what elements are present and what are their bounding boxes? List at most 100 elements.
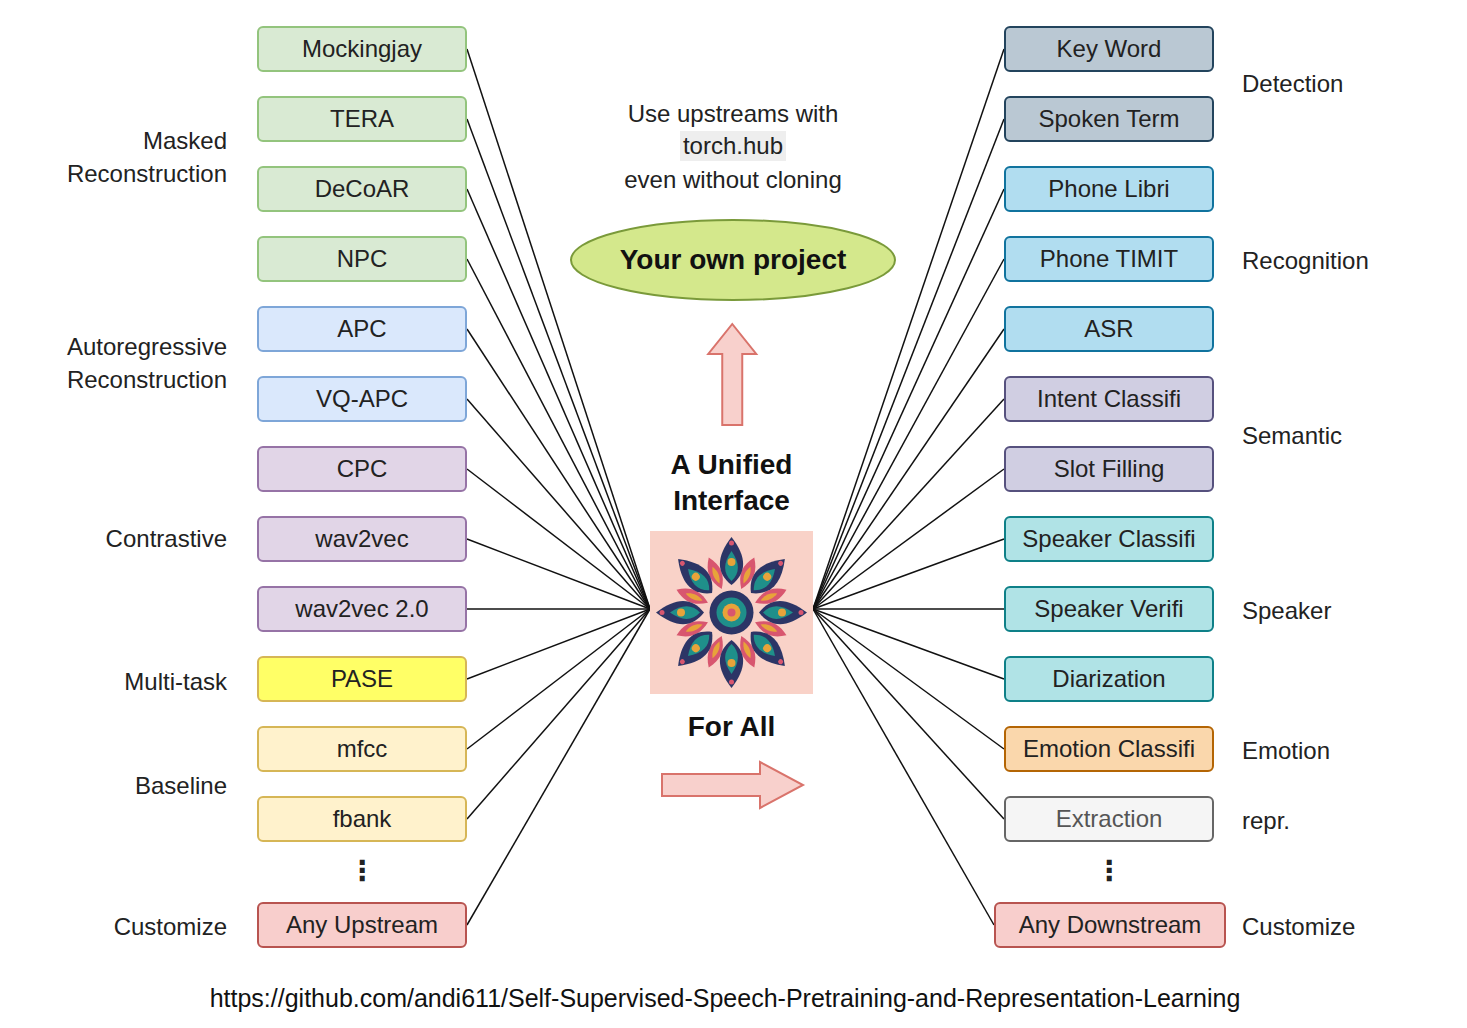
connector-line [813, 329, 1004, 609]
box-label: PASE [331, 665, 393, 693]
model-box: CPC [257, 446, 467, 492]
connector-line [813, 539, 1004, 609]
connector-line [467, 49, 650, 609]
box-label: Speaker Verifi [1034, 595, 1183, 623]
connector-line [813, 609, 1004, 819]
mandala-icon [650, 531, 813, 694]
model-box: wav2vec 2.0 [257, 586, 467, 632]
box-label: Phone Libri [1048, 175, 1169, 203]
connector-line [813, 608, 1004, 610]
group-label: Emotion [1242, 734, 1330, 767]
model-box: VQ-APC [257, 376, 467, 422]
box-label: TERA [330, 105, 394, 133]
model-box: wav2vec [257, 516, 467, 562]
box-label: CPC [337, 455, 388, 483]
model-box: mfcc [257, 726, 467, 772]
connector-line [467, 608, 650, 610]
box-label: Any Upstream [286, 911, 438, 939]
group-label: Baseline [135, 769, 227, 802]
box-label: wav2vec [315, 525, 408, 553]
box-label: VQ-APC [316, 385, 408, 413]
connector-line [813, 609, 994, 925]
connector-line [813, 259, 1004, 609]
group-label: Recognition [1242, 244, 1369, 277]
model-box: Slot Filling [1004, 446, 1214, 492]
model-box: Speaker Classifi [1004, 516, 1214, 562]
model-box: Diarization [1004, 656, 1214, 702]
model-box: Speaker Verifi [1004, 586, 1214, 632]
box-label: Diarization [1052, 665, 1165, 693]
unified-interface-hub: A Unified InterfaceFor All [650, 445, 813, 773]
model-box: Mockingjay [257, 26, 467, 72]
connector-line [467, 119, 650, 609]
ellipsis-dots: ⋮ [1095, 854, 1123, 887]
group-label: Speaker [1242, 594, 1331, 627]
connector-line [467, 609, 650, 749]
connector-line [467, 259, 650, 609]
connector-line [813, 609, 1004, 749]
connector-line [467, 329, 650, 609]
group-label: Customize [1242, 910, 1355, 943]
box-label: Intent Classifi [1037, 385, 1181, 413]
ellipsis-dots: ⋮ [348, 854, 376, 887]
box-label: Mockingjay [302, 35, 422, 63]
model-box: Key Word [1004, 26, 1214, 72]
box-label: Slot Filling [1054, 455, 1165, 483]
model-box: fbank [257, 796, 467, 842]
connector-line [467, 609, 650, 679]
box-label: fbank [333, 805, 392, 833]
box-label: Spoken Term [1039, 105, 1180, 133]
box-label: mfcc [337, 735, 388, 763]
block-arrow [708, 324, 756, 425]
url-text: https://github.com/andi611/Self-Supervis… [210, 982, 1241, 1015]
box-label: Extraction [1056, 805, 1163, 833]
connector-line [467, 469, 650, 609]
connector-line [467, 609, 650, 819]
group-label: Autoregressive Reconstruction [27, 330, 227, 396]
box-label: Phone TIMIT [1040, 245, 1178, 273]
right-block-arrow [662, 762, 803, 808]
group-label: repr. [1242, 804, 1290, 837]
group-label: Customize [114, 910, 227, 943]
model-box: NPC [257, 236, 467, 282]
model-box: Spoken Term [1004, 96, 1214, 142]
connector-line [813, 609, 1004, 679]
box-label: ASR [1084, 315, 1133, 343]
group-label: Masked Reconstruction [27, 124, 227, 190]
connector-line [813, 469, 1004, 609]
note-text: even without cloning [624, 163, 841, 196]
box-label: wav2vec 2.0 [295, 595, 428, 623]
model-box: Extraction [1004, 796, 1214, 842]
box-label: APC [337, 315, 386, 343]
model-box: TERA [257, 96, 467, 142]
box-label: Any Downstream [1019, 911, 1202, 939]
box-label: DeCoAR [315, 175, 410, 203]
group-label: Semantic [1242, 419, 1342, 452]
group-label: Contrastive [106, 522, 227, 555]
connector-line [813, 399, 1004, 609]
hub-heading: A Unified Interface [630, 447, 833, 519]
model-box: DeCoAR [257, 166, 467, 212]
group-label: Detection [1242, 67, 1343, 100]
model-box: Any Downstream [994, 902, 1226, 948]
project-ellipse: Your own project [569, 218, 897, 302]
model-box: Intent Classifi [1004, 376, 1214, 422]
model-box: Any Upstream [257, 902, 467, 948]
ellipse-label: Your own project [620, 244, 847, 276]
model-box: ASR [1004, 306, 1214, 352]
connector-line [467, 399, 650, 609]
model-box: APC [257, 306, 467, 352]
code-text: torch.hub [680, 131, 786, 161]
connector-line [467, 609, 650, 925]
connector-line [467, 539, 650, 609]
model-box: PASE [257, 656, 467, 702]
note-text: Use upstreams with [628, 97, 839, 130]
box-label: Emotion Classifi [1023, 735, 1195, 763]
box-label: Key Word [1057, 35, 1162, 63]
hub-heading: For All [630, 709, 833, 745]
box-label: Speaker Classifi [1022, 525, 1195, 553]
connector-line [813, 49, 1004, 609]
model-box: Phone Libri [1004, 166, 1214, 212]
model-box: Emotion Classifi [1004, 726, 1214, 772]
model-box: Phone TIMIT [1004, 236, 1214, 282]
